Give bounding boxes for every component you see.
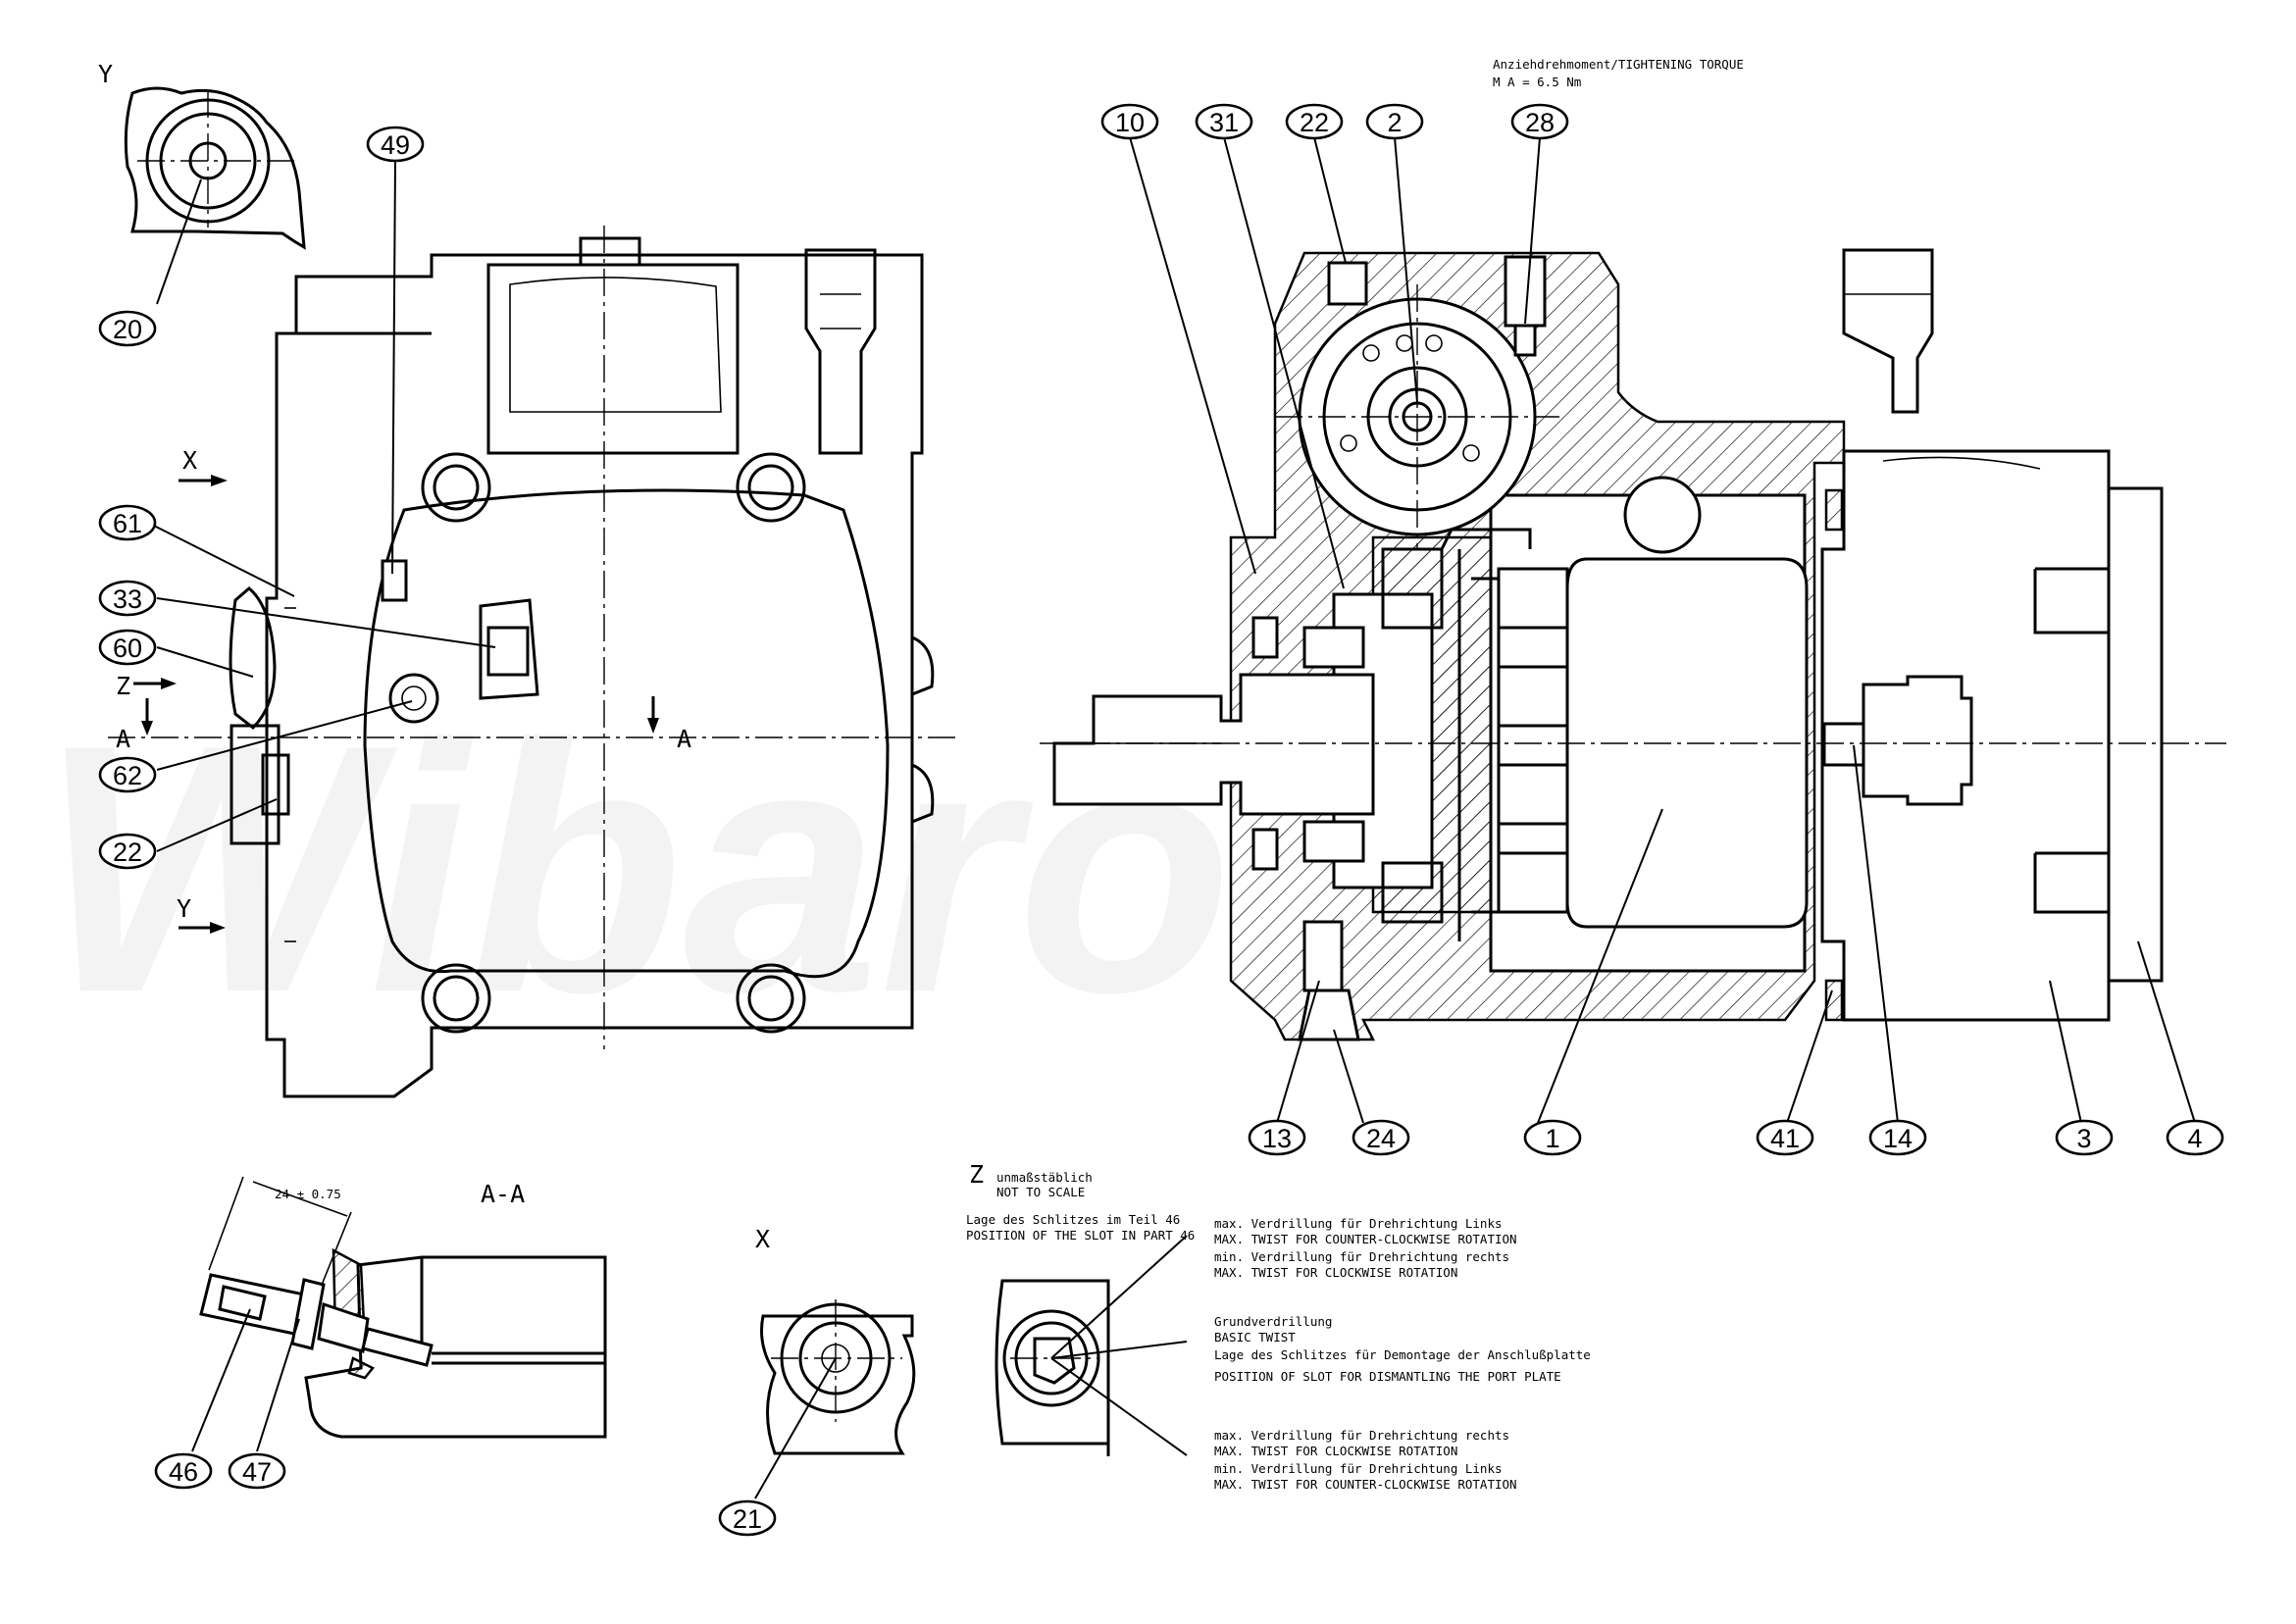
callout-3: 3 xyxy=(2055,1119,2114,1156)
callouts: 49 20 61 33 60 62 22 10 31 22 2 28 13 24… xyxy=(98,103,2224,1537)
right-section-view xyxy=(1040,248,2226,1041)
callout-60: 60 xyxy=(98,629,157,666)
twist-bot-2: MAX. TWIST FOR CLOCKWISE ROTATION xyxy=(1214,1444,1457,1458)
z-slot-en: POSITION OF THE SLOT IN PART 46 xyxy=(966,1228,1195,1243)
svg-text:1: 1 xyxy=(1545,1124,1559,1153)
callout-33: 33 xyxy=(98,580,157,617)
callout-62: 62 xyxy=(98,756,157,793)
svg-text:3: 3 xyxy=(2076,1124,2091,1153)
svg-text:47: 47 xyxy=(242,1457,272,1487)
twist-bot-1: max. Verdrillung für Drehrichtung rechts xyxy=(1214,1428,1509,1443)
svg-text:60: 60 xyxy=(113,634,142,663)
twist-notes: max. Verdrillung für Drehrichtung Links … xyxy=(1214,1216,1591,1492)
svg-text:10: 10 xyxy=(1115,108,1145,137)
view-y-label: Y xyxy=(98,60,113,88)
svg-text:2: 2 xyxy=(1387,108,1402,137)
twist-mid-1: Grundverdrillung xyxy=(1214,1314,1332,1329)
svg-text:22: 22 xyxy=(113,837,142,867)
svg-text:13: 13 xyxy=(1262,1124,1292,1153)
z-scale-en: NOT TO SCALE xyxy=(996,1185,1085,1199)
callout-14: 14 xyxy=(1868,1119,1927,1156)
z-slot-de: Lage des Schlitzes im Teil 46 xyxy=(966,1212,1180,1227)
twist-top-4: MAX. TWIST FOR CLOCKWISE ROTATION xyxy=(1214,1265,1457,1280)
dimension-label: 24 ± 0.75 xyxy=(275,1187,341,1201)
svg-text:41: 41 xyxy=(1770,1124,1800,1153)
svg-text:49: 49 xyxy=(381,130,410,160)
view-z-detail-label: Z xyxy=(969,1160,984,1189)
callout-24: 24 xyxy=(1352,1119,1410,1156)
view-x-detail-label: X xyxy=(755,1225,770,1253)
section-a-a: A-A 24 ± 0.75 xyxy=(199,1176,607,1439)
torque-note-line1: Anziehdrehmoment/TIGHTENING TORQUE xyxy=(1493,57,1744,72)
svg-text:46: 46 xyxy=(169,1457,198,1487)
callout-13: 13 xyxy=(1248,1119,1306,1156)
torque-note: Anziehdrehmoment/TIGHTENING TORQUE M A =… xyxy=(1493,57,1744,89)
section-a-a-label: A-A xyxy=(481,1180,525,1208)
twist-top-3: min. Verdrillung für Drehrichtung rechts xyxy=(1214,1249,1509,1264)
callout-61: 61 xyxy=(98,504,157,541)
callout-20: 20 xyxy=(98,310,157,347)
callout-31: 31 xyxy=(1195,103,1253,140)
callout-4: 4 xyxy=(2166,1119,2224,1156)
svg-text:62: 62 xyxy=(113,761,142,790)
callout-2: 2 xyxy=(1365,103,1424,140)
twist-top-2: MAX. TWIST FOR COUNTER-CLOCKWISE ROTATIO… xyxy=(1214,1232,1517,1246)
svg-text:14: 14 xyxy=(1883,1124,1913,1153)
left-main-view: A A X Z Y xyxy=(108,226,961,1098)
leader-lines xyxy=(151,136,2196,1499)
svg-text:24: 24 xyxy=(1366,1124,1396,1153)
twist-mid-3: Lage des Schlitzes für Demontage der Ans… xyxy=(1214,1347,1591,1362)
torque-note-line2: M A = 6.5 Nm xyxy=(1493,75,1581,89)
callout-22-left: 22 xyxy=(98,833,157,870)
svg-text:33: 33 xyxy=(113,584,142,614)
twist-bot-4: MAX. TWIST FOR COUNTER-CLOCKWISE ROTATIO… xyxy=(1214,1477,1517,1492)
view-x-detail: X xyxy=(755,1225,916,1455)
svg-text:31: 31 xyxy=(1209,108,1239,137)
callout-41: 41 xyxy=(1756,1119,1814,1156)
twist-top-1: max. Verdrillung für Drehrichtung Links xyxy=(1214,1216,1503,1231)
view-z-arrow-label: Z xyxy=(116,672,130,700)
svg-text:21: 21 xyxy=(733,1504,762,1534)
svg-text:4: 4 xyxy=(2187,1124,2202,1153)
twist-mid-2: BASIC TWIST xyxy=(1214,1330,1296,1345)
view-y-arrow-label: Y xyxy=(177,894,191,923)
callout-28: 28 xyxy=(1510,103,1569,140)
twist-mid-4: POSITION OF SLOT FOR DISMANTLING THE POR… xyxy=(1214,1369,1561,1384)
view-x-arrow-label: X xyxy=(182,446,197,475)
watermark: Wibaro xyxy=(39,672,1233,1066)
svg-text:61: 61 xyxy=(113,509,142,538)
svg-text:20: 20 xyxy=(113,315,142,344)
section-a-label-left: A xyxy=(116,725,130,753)
callout-10: 10 xyxy=(1100,103,1159,140)
callout-47: 47 xyxy=(228,1452,286,1490)
callout-46: 46 xyxy=(154,1452,213,1490)
callout-49: 49 xyxy=(366,126,425,163)
section-a-label-right: A xyxy=(677,725,691,753)
twist-bot-3: min. Verdrillung für Drehrichtung Links xyxy=(1214,1461,1503,1476)
z-scale-de: unmaßstäblich xyxy=(996,1170,1093,1185)
callout-21: 21 xyxy=(718,1499,777,1537)
svg-text:28: 28 xyxy=(1525,108,1555,137)
svg-text:22: 22 xyxy=(1300,108,1329,137)
view-y-detail: Y xyxy=(98,60,306,250)
view-z-detail: Z unmaßstäblich NOT TO SCALE Lage des Sc… xyxy=(966,1160,1195,1456)
callout-1: 1 xyxy=(1523,1119,1582,1156)
callout-22-top: 22 xyxy=(1285,103,1344,140)
